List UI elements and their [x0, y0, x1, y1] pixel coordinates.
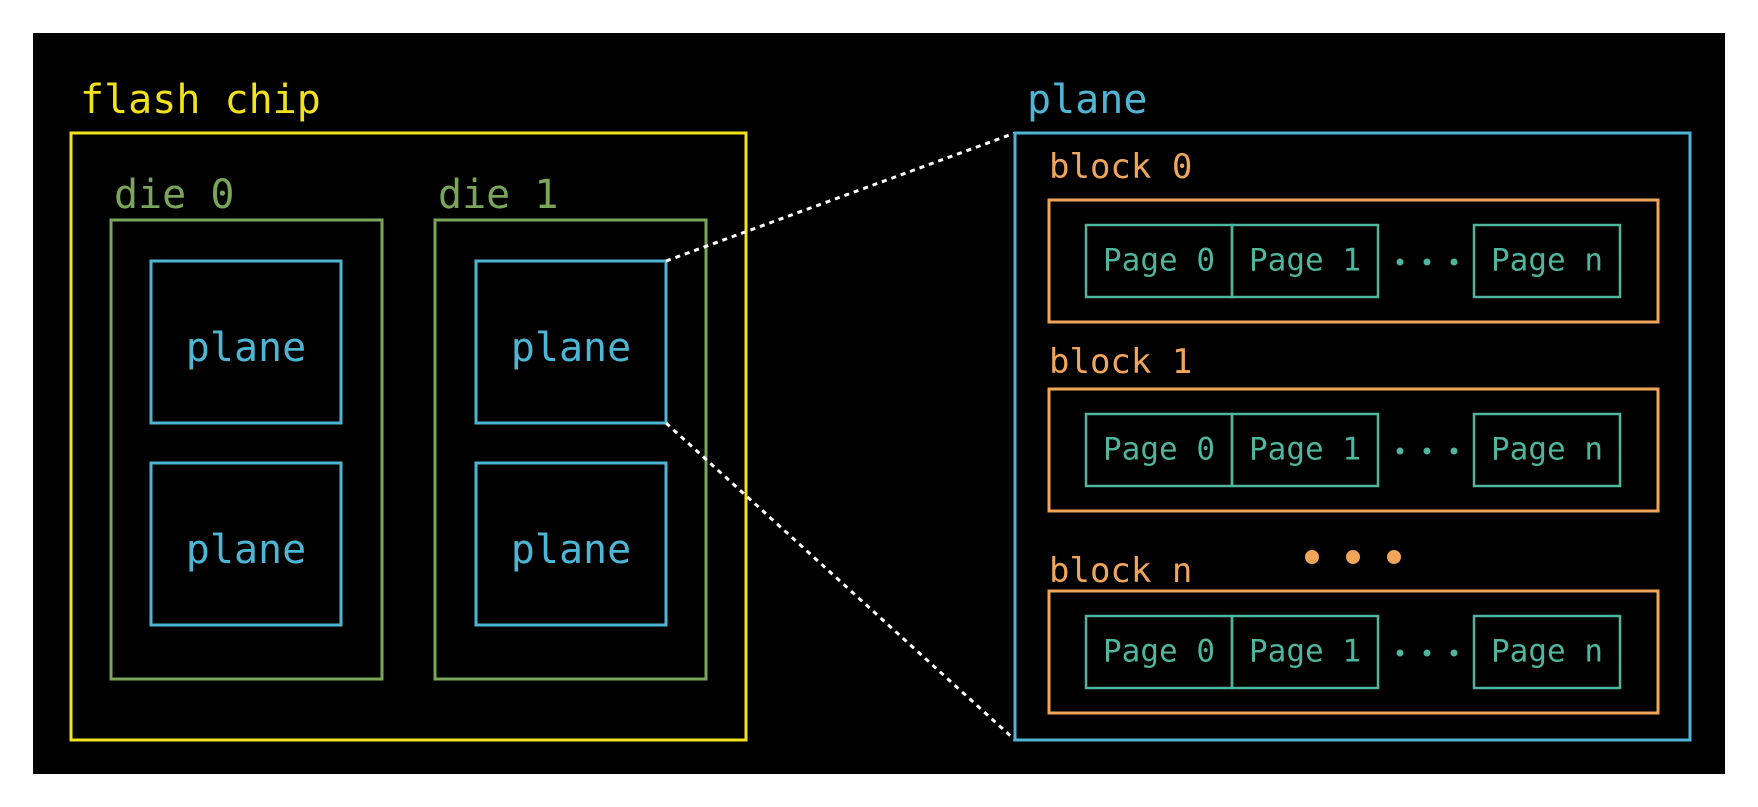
block-n-box	[1047, 589, 1660, 715]
block-1-page-ellipsis	[1396, 447, 1458, 455]
die-1-box	[433, 218, 708, 681]
block-1-ellipsis-dot-3	[1450, 447, 1458, 455]
block-0-page-n-box	[1472, 223, 1622, 299]
block-n-ellipsis-dot-1	[1396, 649, 1404, 657]
die-0-plane-0-box	[149, 259, 343, 425]
die-1-plane-0-box	[474, 259, 668, 425]
block-0-page-1-label: Page 1	[1249, 243, 1361, 279]
flash-chip: flash chip die 0 plane plane die 1 plane…	[69, 77, 748, 742]
diagram-background	[33, 33, 1725, 774]
block-1-ellipsis-dot-1	[1396, 447, 1404, 455]
block-1-page-n-label: Page n	[1491, 432, 1603, 468]
die-1-plane-1-label: plane	[511, 527, 631, 573]
block-1-ellipsis-dot-2	[1423, 447, 1431, 455]
block-1-page-n-box	[1472, 412, 1622, 488]
block-n-page-1-box	[1230, 614, 1380, 690]
die-1-plane-1-box	[474, 461, 668, 627]
die-0-plane-1-box	[149, 461, 343, 627]
plane-detail-box	[1013, 131, 1692, 742]
die-0-plane-0-label: plane	[186, 325, 306, 371]
plane-detail: plane block 0 Page 0 Page 1 Page n block…	[1013, 77, 1692, 742]
die-0-plane-1-label: plane	[186, 527, 306, 573]
flash-chip-box	[69, 131, 748, 742]
die-1-label: die 1	[438, 172, 558, 218]
block-ellipsis-dot-2	[1346, 550, 1360, 564]
block-1-label: block 1	[1049, 342, 1192, 382]
die-0-label: die 0	[114, 172, 234, 218]
die-0-box	[109, 218, 384, 681]
block-0-ellipsis-dot-3	[1450, 258, 1458, 266]
block-ellipsis-dot-3	[1387, 550, 1401, 564]
block-n-label: block n	[1049, 551, 1192, 591]
block-0-page-ellipsis	[1396, 258, 1458, 266]
die-1: die 1 plane plane	[433, 172, 708, 681]
zoom-connector-bottom	[664, 421, 1017, 742]
block-0-ellipsis-dot-1	[1396, 258, 1404, 266]
block-0-label: block 0	[1049, 147, 1192, 187]
block-n-page-1-label: Page 1	[1249, 634, 1361, 670]
block-1-page-1-box	[1230, 412, 1380, 488]
block-ellipsis	[1305, 550, 1401, 564]
block-1-page-1-label: Page 1	[1249, 432, 1361, 468]
die-1-plane-0-label: plane	[511, 325, 631, 371]
block-0-box	[1047, 198, 1660, 324]
block-1-page-0-label: Page 0	[1103, 432, 1215, 468]
block-n-page-n-label: Page n	[1491, 634, 1603, 670]
block-n-page-ellipsis	[1396, 649, 1458, 657]
block-0-ellipsis-dot-2	[1423, 258, 1431, 266]
block-n: block n Page 0 Page 1 Page n	[1047, 551, 1660, 715]
die-0: die 0 plane plane	[109, 172, 384, 681]
block-0: block 0 Page 0 Page 1 Page n	[1047, 147, 1660, 324]
zoom-connector-top	[665, 131, 1016, 263]
block-0-page-n-label: Page n	[1491, 243, 1603, 279]
block-0-page-0-label: Page 0	[1103, 243, 1215, 279]
plane-detail-label: plane	[1027, 77, 1147, 123]
block-ellipsis-dot-1	[1305, 550, 1319, 564]
block-1: block 1 Page 0 Page 1 Page n	[1047, 342, 1660, 513]
block-n-ellipsis-dot-3	[1450, 649, 1458, 657]
block-n-page-n-box	[1472, 614, 1622, 690]
block-n-page-0-label: Page 0	[1103, 634, 1215, 670]
block-n-ellipsis-dot-2	[1423, 649, 1431, 657]
flash-chip-label: flash chip	[80, 77, 321, 123]
block-0-page-1-box	[1230, 223, 1380, 299]
block-1-box	[1047, 387, 1660, 513]
